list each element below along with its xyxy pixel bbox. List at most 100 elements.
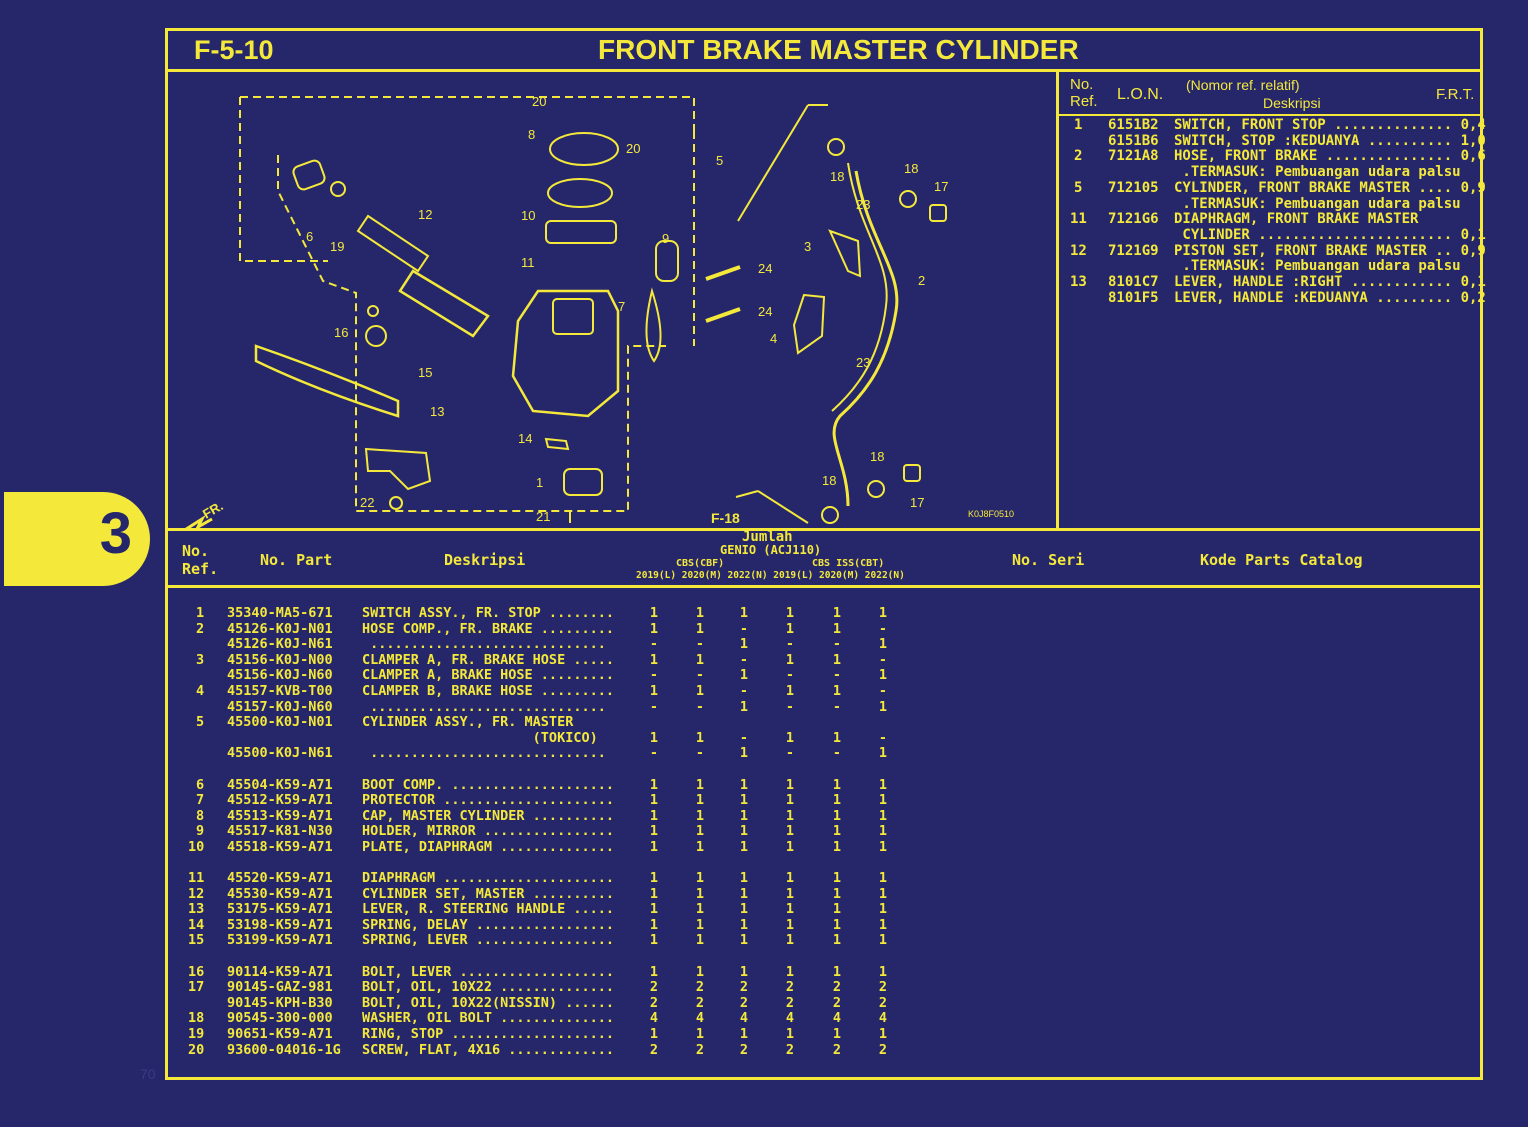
part-description: CYLINDER ASSY., FR. MASTER: [362, 714, 574, 731]
part-qty: 1: [832, 776, 842, 793]
table-row: 45126-K0J-N61 ..........................…: [168, 636, 1468, 652]
part-qty: 1: [649, 605, 659, 621]
part-ref: 16: [188, 963, 205, 980]
part-qty: 2: [739, 1041, 749, 1058]
part-qty: 1: [785, 963, 795, 980]
table-row: 5 45500-K0J-N01 CYLINDER ASSY., FR. MASTER: [168, 714, 1468, 730]
svg-text:18: 18: [830, 169, 844, 184]
part-qty: 1: [878, 698, 888, 715]
part-ref: 7: [196, 792, 205, 809]
part-qty: 1: [695, 792, 705, 809]
part-qty: -: [739, 651, 749, 668]
svg-text:9: 9: [662, 231, 669, 246]
part-qty: 1: [785, 932, 795, 949]
ref-row-desc: DIAPHRAGM, FRONT BRAKE MASTER: [1174, 211, 1419, 228]
part-qty: 1: [832, 885, 842, 902]
part-qty: 1: [832, 729, 842, 746]
part-number: 90545-300-000: [227, 1010, 333, 1027]
part-ref: 3: [196, 651, 205, 668]
part-qty: 2: [832, 1041, 842, 1058]
ref-row-lon: 7121G9: [1108, 242, 1159, 259]
part-qty: -: [832, 745, 842, 762]
part-qty: 1: [832, 963, 842, 980]
exploded-diagram: 8 20 20 5 10 11 9 7 24 24 12 6 19 16 15 …: [183, 94, 1014, 529]
part-ref: 5: [196, 714, 205, 731]
part-qty: 4: [739, 1010, 749, 1027]
part-number: 45512-K59-A71: [227, 792, 333, 809]
part-number: 90651-K59-A71: [227, 1025, 333, 1042]
part-qty: 2: [785, 979, 795, 996]
part-ref: 9: [196, 823, 205, 840]
ref-row-ref: 5: [1074, 179, 1083, 196]
part-qty: 2: [785, 1041, 795, 1058]
part-qty: 1: [878, 807, 888, 824]
part-qty: 1: [785, 683, 795, 699]
part-qty: 1: [785, 823, 795, 840]
svg-text:23: 23: [856, 197, 870, 212]
part-qty: -: [832, 698, 842, 715]
part-qty: 1: [649, 620, 659, 637]
table-row: 45500-K0J-N61 ..........................…: [168, 745, 1468, 761]
part-qty: 1: [739, 963, 749, 980]
part-qty: 1: [649, 916, 659, 933]
part-number: 93600-04016-1G: [227, 1041, 341, 1058]
part-number: 45126-K0J-N01: [227, 620, 333, 637]
part-qty: 1: [832, 823, 842, 840]
part-number: 90114-K59-A71: [227, 963, 333, 980]
part-qty: 1: [739, 792, 749, 809]
part-description: PROTECTOR .....................: [362, 792, 614, 809]
part-qty: 1: [649, 870, 659, 886]
svg-text:4: 4: [770, 331, 777, 346]
part-qty: 4: [695, 1010, 705, 1027]
part-number: 45156-K0J-N00: [227, 651, 333, 668]
part-qty: 1: [739, 807, 749, 824]
part-description: CAP, MASTER CYLINDER ..........: [362, 807, 614, 824]
part-qty: 1: [695, 605, 705, 621]
ref-link: F-18: [711, 510, 740, 526]
part-qty: -: [695, 667, 705, 684]
part-qty: 1: [878, 605, 888, 621]
part-qty: 1: [878, 870, 888, 886]
part-qty: -: [695, 698, 705, 715]
part-qty: 1: [695, 729, 705, 746]
part-qty: 2: [739, 994, 749, 1011]
part-number: 35340-MA5-671: [227, 605, 333, 621]
part-qty: 4: [832, 1010, 842, 1027]
part-qty: 1: [878, 823, 888, 840]
svg-text:3: 3: [804, 239, 811, 254]
part-ref: 4: [196, 683, 205, 699]
svg-text:13: 13: [430, 404, 444, 419]
part-qty: -: [739, 620, 749, 637]
part-qty: 1: [739, 838, 749, 855]
part-qty: -: [878, 651, 888, 668]
svg-text:1: 1: [536, 475, 543, 490]
ref-row-desc: .TERMASUK: Pembuangan udara palsu: [1174, 164, 1461, 181]
part-description: .............................: [362, 745, 606, 762]
part-description: SPRING, DELAY .................: [362, 916, 614, 933]
part-qty: 1: [878, 963, 888, 980]
svg-text:2: 2: [918, 273, 925, 288]
diagram-code: K0J8F0510: [968, 509, 1014, 519]
part-qty: -: [832, 636, 842, 653]
parts-header-kode: Kode Parts Catalog: [1200, 551, 1363, 569]
part-description: HOSE COMP., FR. BRAKE .........: [362, 620, 614, 637]
part-qty: 1: [739, 901, 749, 918]
ref-row-desc: SWITCH, STOP :KEDUANYA .......... 1,0: [1174, 132, 1486, 149]
part-description: DIAPHRAGM .....................: [362, 870, 614, 886]
part-number: 90145-GAZ-981: [227, 979, 333, 996]
part-qty: -: [785, 698, 795, 715]
part-qty: 1: [695, 823, 705, 840]
svg-text:7: 7: [618, 299, 625, 314]
part-number: 45500-K0J-N01: [227, 714, 333, 731]
section-tab: 3: [4, 492, 150, 586]
part-number: 45504-K59-A71: [227, 776, 333, 793]
part-qty: -: [878, 729, 888, 746]
part-qty: 1: [785, 916, 795, 933]
part-description: SWITCH ASSY., FR. STOP ........: [362, 605, 614, 621]
part-qty: 1: [695, 870, 705, 886]
ref-row-lon: 8101C7: [1108, 274, 1159, 290]
part-number: 45500-K0J-N61: [227, 745, 333, 762]
